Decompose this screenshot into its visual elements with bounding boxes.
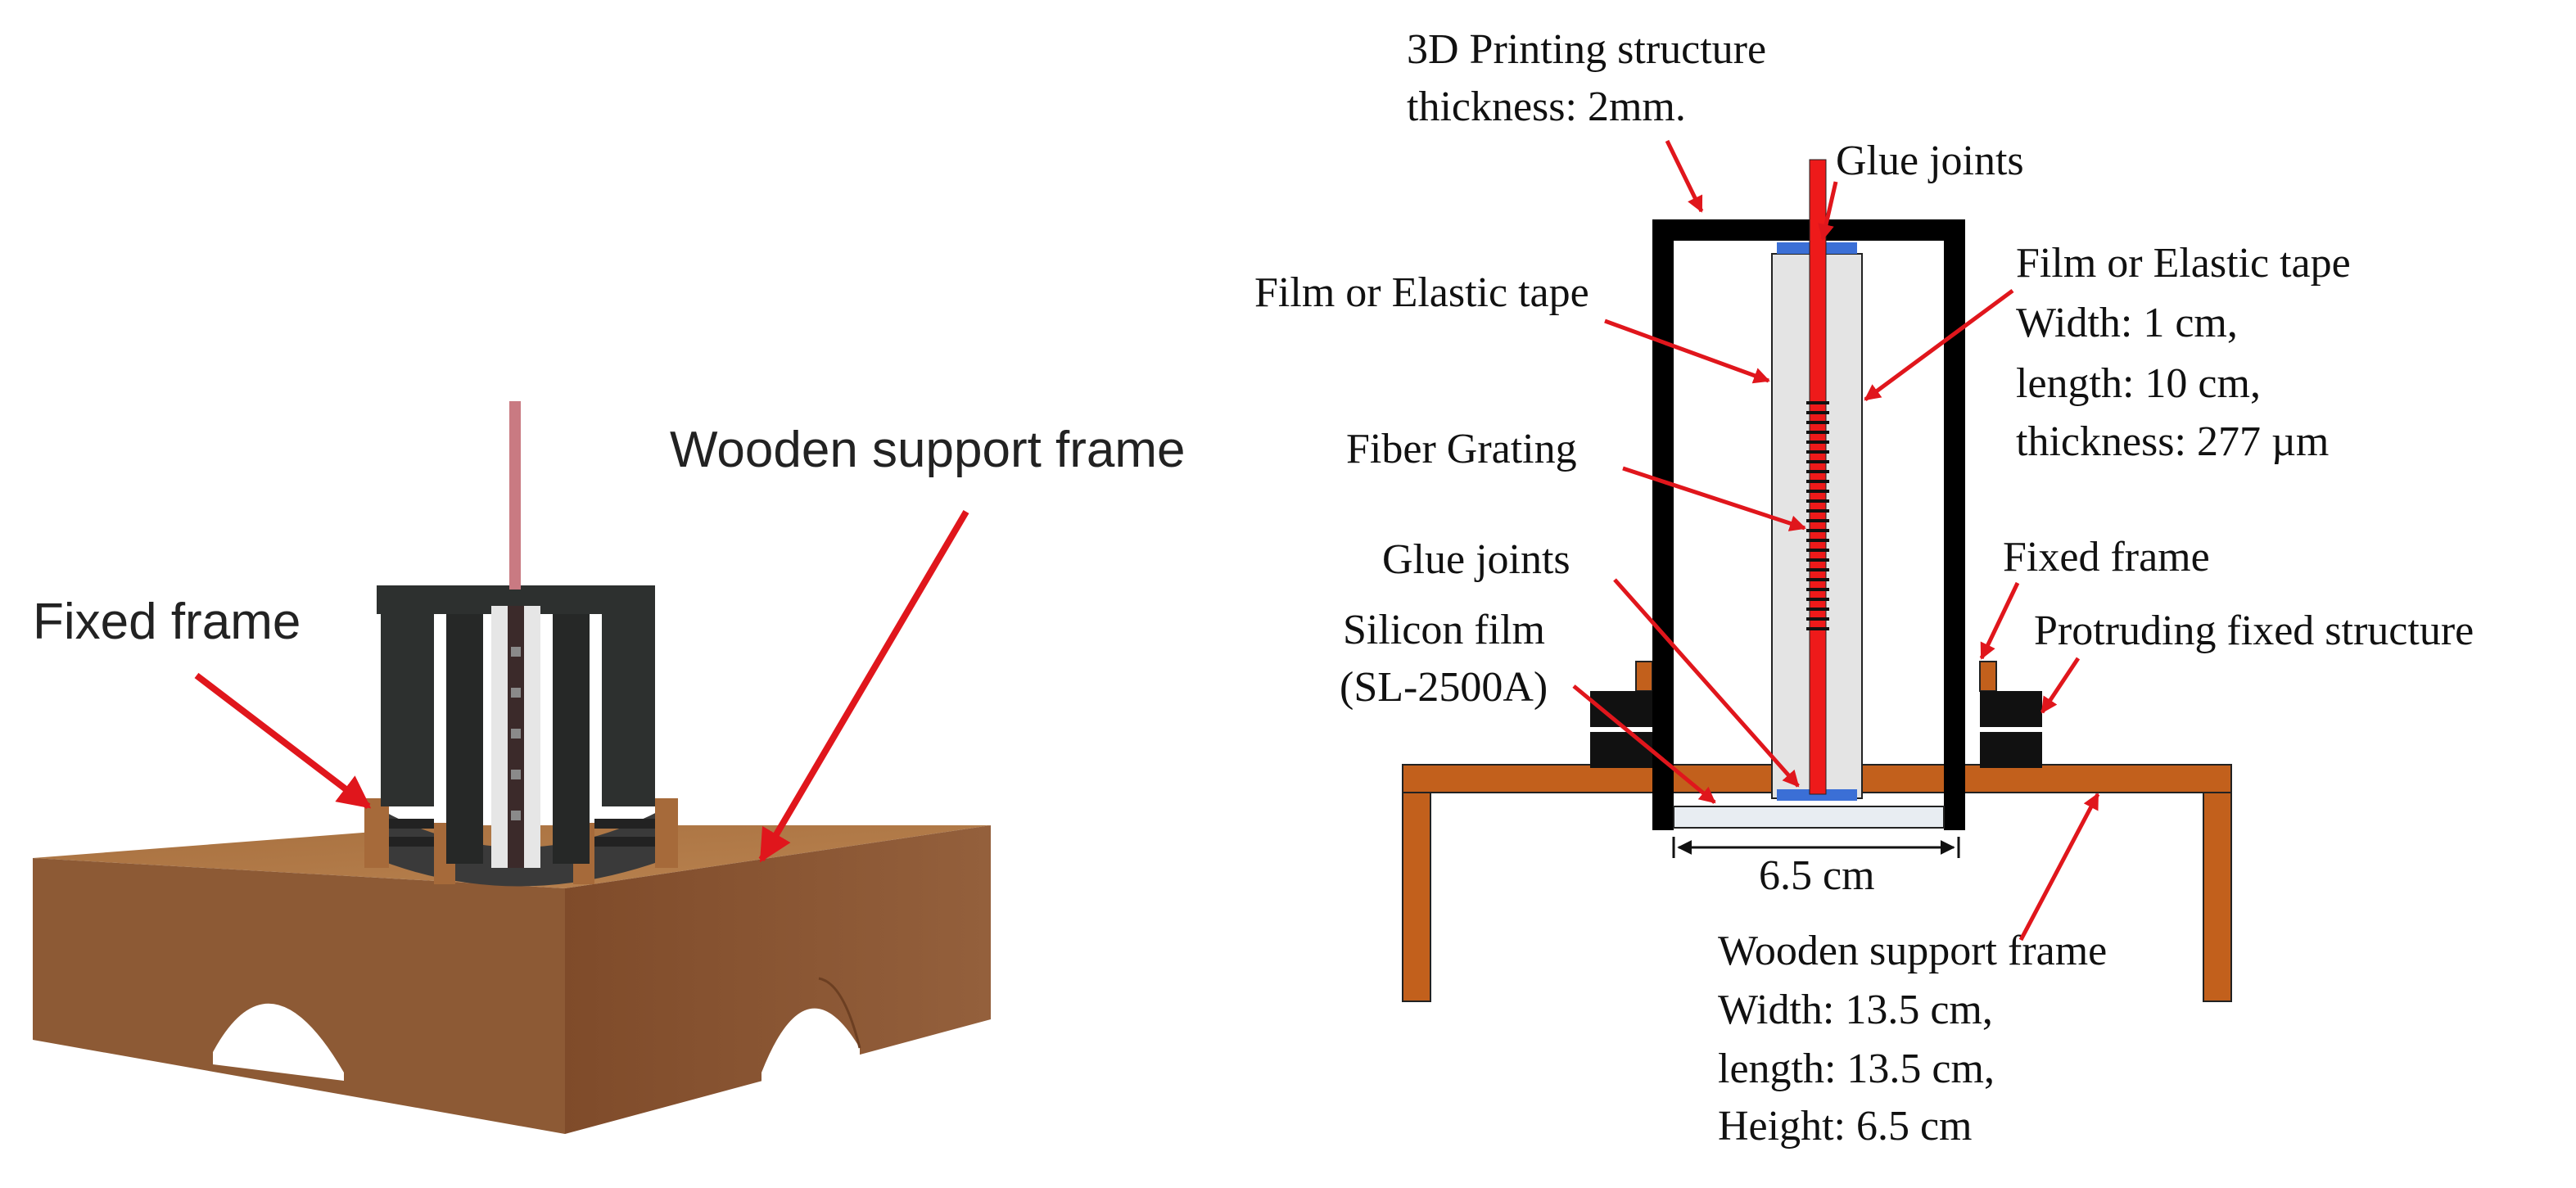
arrow-fiber-grating [1622, 466, 1806, 531]
arrow-printing-structure [1665, 139, 1704, 213]
fiber-top [509, 401, 521, 589]
right-arch [762, 1008, 860, 1085]
label-dimension: 6.5 cm [1759, 852, 1875, 899]
label-wooden-support-2: Width: 13.5 cm, [1718, 987, 1993, 1033]
fiber-grating [1806, 401, 1829, 630]
printed-cage [377, 585, 655, 868]
label-glue-joints-top: Glue joints [1836, 138, 2024, 184]
label-film-right-2: Width: 1 cm, [2016, 300, 2238, 346]
label-glue-joints-bottom: Glue joints [1382, 536, 1570, 583]
label-protruding: Protruding fixed structure [2034, 608, 2474, 654]
label-wooden-support-1: Wooden support frame [1718, 928, 2107, 974]
label-printing-structure-2: thickness: 2mm. [1407, 84, 1686, 130]
arrow-fixed-frame [1979, 581, 2020, 660]
left-render: Fixed frame Wooden support frame [33, 401, 1186, 1134]
arrow-wooden-support [758, 509, 969, 863]
left-label-fixed-frame: Fixed frame [33, 594, 301, 650]
fiber [1809, 159, 1827, 795]
glue-bottom [1777, 789, 1857, 801]
printed-housing [1652, 219, 1965, 830]
left-label-wooden-support: Wooden support frame [670, 422, 1186, 478]
arrow-wooden-support-right [2018, 793, 2100, 942]
label-printing-structure-1: 3D Printing structure [1407, 26, 1766, 73]
left-arch [213, 1003, 344, 1081]
right-schematic: 3D Printing structure thickness: 2mm. Gl… [1254, 26, 2474, 1150]
label-silicon-film-2: (SL-2500A) [1340, 664, 1548, 711]
arrow-film-right [1864, 288, 2014, 402]
arrow-film-left [1604, 318, 1770, 384]
arrow-fixed-frame [194, 672, 372, 810]
label-wooden-support-4: Height: 6.5 cm [1718, 1103, 1973, 1150]
label-wooden-support-3: length: 13.5 cm, [1718, 1046, 1995, 1092]
label-fixed-frame: Fixed frame [2003, 534, 2210, 580]
label-film-left: Film or Elastic tape [1254, 269, 1589, 316]
wooden-box [33, 825, 991, 1134]
arrow-silicon [1572, 684, 1716, 804]
silicon-film [1673, 806, 1945, 829]
arrow-protruding [2040, 657, 2081, 714]
label-film-right-1: Film or Elastic tape [2016, 240, 2351, 287]
label-silicon-film-1: Silicon film [1343, 607, 1545, 653]
dimension-65 [1672, 837, 1960, 858]
label-film-right-4: thickness: 277 µm [2016, 418, 2329, 465]
label-film-right-3: length: 10 cm, [2016, 360, 2261, 407]
arrow-glue-bottom [1613, 578, 1800, 788]
arrow-glue-top [1818, 181, 1838, 241]
label-fiber-grating: Fiber Grating [1346, 426, 1577, 472]
